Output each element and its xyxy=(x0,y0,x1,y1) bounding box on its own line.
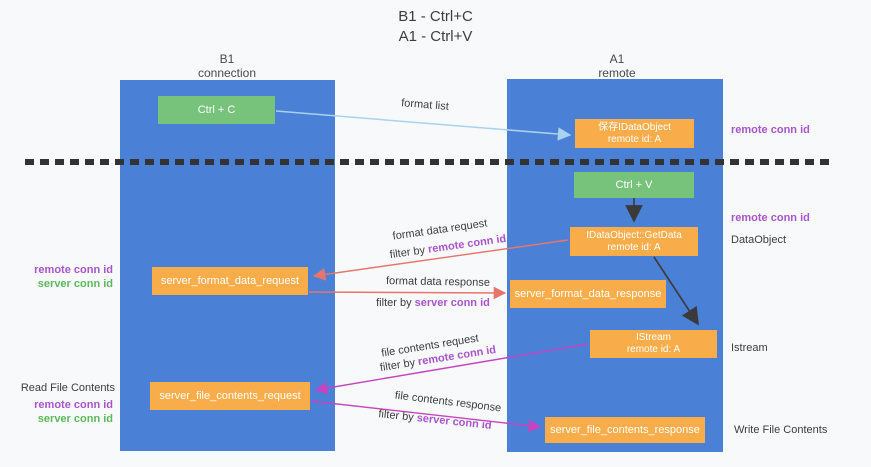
node-istream-line2: remote id: A xyxy=(626,344,681,355)
node-save-idataobject-line1: 保存IDataObject xyxy=(598,121,671,133)
lane-header-b1: B1 connection xyxy=(167,52,287,80)
node-idataobject-getdata-line1: IDataObject::GetData xyxy=(586,229,682,241)
annotation-istream: Istream xyxy=(731,342,768,354)
node-ctrl-c: Ctrl + C xyxy=(158,96,275,124)
filter-by-text: filter by xyxy=(376,297,412,309)
node-istream-line1: IStream xyxy=(635,332,671,343)
arrow-file-contents-request xyxy=(314,343,589,395)
annotation-server-conn-id-left-1: server conn id xyxy=(37,278,113,290)
diagram-title-line1: B1 - Ctrl+C xyxy=(398,8,473,25)
node-server-format-data-response: server_format_data_response xyxy=(510,280,666,308)
node-save-idataobject: 保存IDataObject remote id: A xyxy=(575,119,694,148)
node-save-idataobject-line2: remote id: A xyxy=(607,133,662,145)
arrow-format-data-request xyxy=(312,239,569,281)
edge-label-filter-server-1: filter by server conn id xyxy=(368,297,498,309)
node-server-format-data-request: server_format_data_request xyxy=(152,267,308,295)
diagram-title-line2: A1 - Ctrl+V xyxy=(398,28,473,45)
lane-a1-name: A1 xyxy=(609,52,625,66)
node-server-file-contents-response: server_file_contents_response xyxy=(545,417,705,443)
arrow-format-list xyxy=(275,110,572,141)
annotation-remote-conn-id-left-2: remote conn id xyxy=(34,399,113,411)
annotation-write-file-contents: Write File Contents xyxy=(734,424,828,436)
node-server-file-contents-request: server_file_contents_request xyxy=(150,382,310,410)
lane-a1-role: remote xyxy=(598,66,636,80)
lane-b1-role: connection xyxy=(197,66,257,80)
annotation-remote-conn-id-right-2: remote conn id xyxy=(731,212,810,224)
annotation-server-conn-id-left-2: server conn id xyxy=(37,413,113,425)
annotation-dataobject: DataObject xyxy=(731,234,787,246)
dashed-separator xyxy=(25,159,835,165)
node-idataobject-getdata-line2: remote id: A xyxy=(607,241,661,253)
server-conn-id-text: server conn id xyxy=(414,297,490,309)
node-istream: IStream remote id: A xyxy=(590,330,717,358)
arrow-format-data-response xyxy=(308,286,507,300)
lane-header-a1: A1 remote xyxy=(557,52,677,80)
lane-b1-name: B1 xyxy=(219,52,235,66)
edge-label-format-data-response: format data response xyxy=(385,275,491,289)
node-idataobject-getdata: IDataObject::GetData remote id: A xyxy=(570,227,698,256)
node-ctrl-v: Ctrl + V xyxy=(574,172,694,198)
annotation-remote-conn-id-right-1: remote conn id xyxy=(731,124,810,136)
arrow-file-contents-response xyxy=(310,400,542,432)
arrow-getdata-to-istream xyxy=(653,256,699,326)
annotation-remote-conn-id-left-1: remote conn id xyxy=(34,264,113,276)
annotation-read-file-contents: Read File Contents xyxy=(20,382,115,394)
